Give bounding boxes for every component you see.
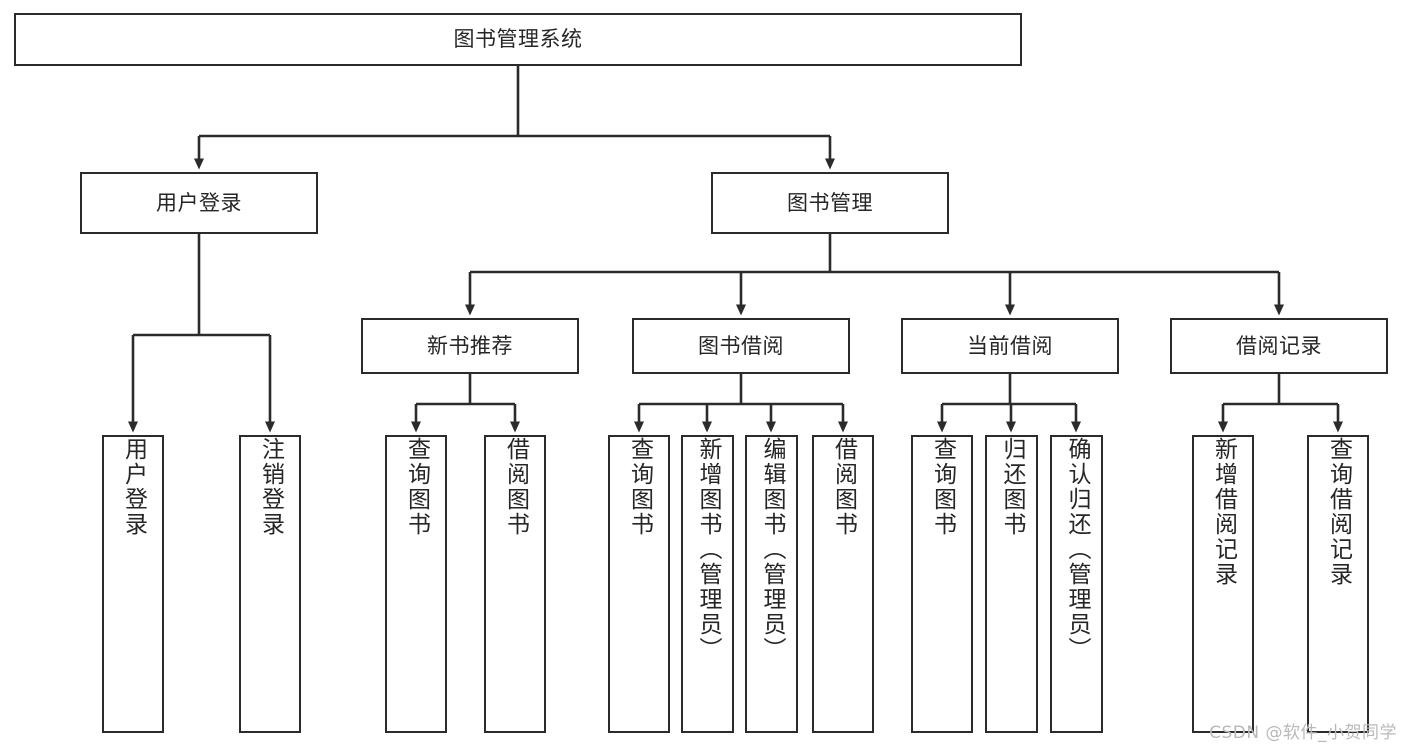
node-label: 用户登录 xyxy=(156,190,242,215)
node-label: 新书推荐 xyxy=(427,333,513,358)
node-label: 注销登录 xyxy=(257,437,284,537)
node-label: 图书借阅 xyxy=(698,333,784,358)
node-leaf-query-book-new[interactable]: 查询图书 xyxy=(385,435,447,733)
node-label: 当前借阅 xyxy=(967,333,1053,358)
node-leaf-borrow-book[interactable]: 借阅图书 xyxy=(812,435,874,733)
node-leaf-query-borrow-record[interactable]: 查询借阅记录 xyxy=(1307,435,1369,733)
node-label: 归还图书 xyxy=(999,437,1025,537)
node-new-book-recommend[interactable]: 新书推荐 xyxy=(361,318,579,374)
node-label: 图书管理系统 xyxy=(453,27,583,52)
node-label: 确认归还（管理员） xyxy=(1064,437,1090,662)
node-leaf-borrow-book-new[interactable]: 借阅图书 xyxy=(484,435,546,733)
node-leaf-return-book[interactable]: 归还图书 xyxy=(985,435,1038,733)
node-label: 新增借阅记录 xyxy=(1210,437,1237,587)
node-label: 借阅记录 xyxy=(1236,333,1322,358)
node-current-borrow[interactable]: 当前借阅 xyxy=(901,318,1119,374)
node-leaf-edit-book-admin[interactable]: 编辑图书（管理员） xyxy=(745,435,798,733)
node-root[interactable]: 图书管理系统 xyxy=(14,13,1022,66)
node-label: 新增图书（管理员） xyxy=(695,437,721,662)
node-leaf-query-book-borrow[interactable]: 查询图书 xyxy=(608,435,670,733)
watermark-text: CSDN @软件_小贺同学 xyxy=(1209,723,1397,743)
node-leaf-user-login[interactable]: 用户登录 xyxy=(102,435,164,733)
node-label: 查询图书 xyxy=(929,437,956,537)
node-leaf-query-book-current[interactable]: 查询图书 xyxy=(911,435,973,733)
node-label: 编辑图书（管理员） xyxy=(759,437,785,662)
node-borrow-record[interactable]: 借阅记录 xyxy=(1170,318,1388,374)
node-leaf-logout-login[interactable]: 注销登录 xyxy=(239,435,301,733)
node-label: 借阅图书 xyxy=(830,437,857,537)
node-book-borrow[interactable]: 图书借阅 xyxy=(632,318,850,374)
node-label: 图书管理 xyxy=(787,190,873,215)
node-user-login[interactable]: 用户登录 xyxy=(80,172,318,234)
node-label: 查询借阅记录 xyxy=(1325,437,1352,587)
node-label: 查询图书 xyxy=(403,437,430,537)
node-leaf-add-book-admin[interactable]: 新增图书（管理员） xyxy=(681,435,734,733)
node-book-manage[interactable]: 图书管理 xyxy=(711,172,949,234)
node-label: 用户登录 xyxy=(120,437,147,537)
node-leaf-confirm-return-admin[interactable]: 确认归还（管理员） xyxy=(1050,435,1103,733)
node-label: 查询图书 xyxy=(626,437,653,537)
node-leaf-add-borrow-record[interactable]: 新增借阅记录 xyxy=(1192,435,1254,733)
node-label: 借阅图书 xyxy=(502,437,529,537)
